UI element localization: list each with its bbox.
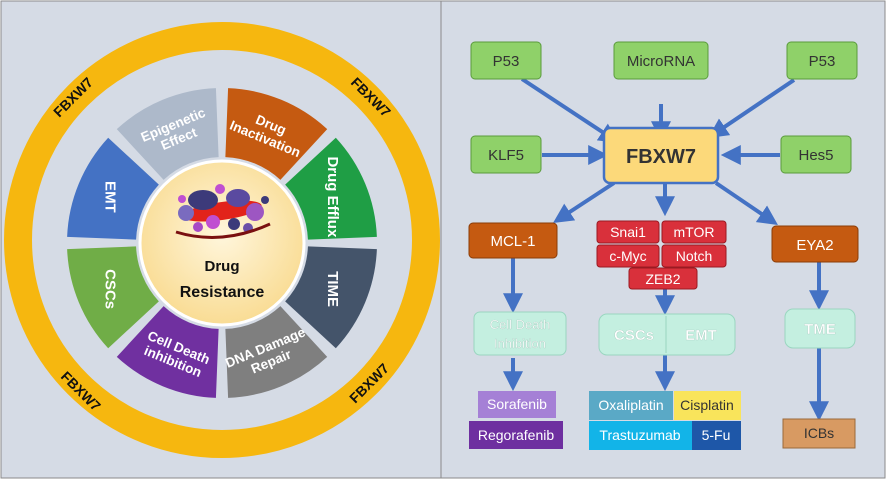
node-klf5-label: KLF5 <box>488 147 524 164</box>
segment-dna-damage-repair <box>225 306 328 398</box>
node-eya2-label: EYA2 <box>796 237 833 254</box>
node-fbxw7-label: FBXW7 <box>626 146 696 168</box>
node-trastuzumab-label: Trastuzumab <box>599 427 680 443</box>
node-5fu <box>692 421 741 450</box>
node-icbs-label: ICBs <box>804 425 834 441</box>
node-trastuzumab <box>589 421 692 450</box>
node-cmyc-label: c-Myc <box>609 248 646 264</box>
node-p53-right-label: P53 <box>809 53 836 70</box>
node-cmyc <box>596 244 660 268</box>
node-hes5-label: Hes5 <box>798 147 833 164</box>
node-p53-left: P53 <box>470 41 542 80</box>
segment-label-line: CSCs <box>101 269 118 309</box>
node-sorafenib-label: Sorafenib <box>487 396 547 412</box>
node-fbxw7: FBXW7 <box>602 126 720 185</box>
node-microrna-label: MicroRNA <box>627 53 695 70</box>
drug-group-center: Oxaliplatin Cisplatin Trastuzumab 5-Fu <box>589 391 741 450</box>
mechanism-segments: Cell DeathinhibitionCSCsEMTEpigeneticEff… <box>67 88 377 398</box>
node-microrna: MicroRNA <box>613 41 709 80</box>
node-5fu-label: 5-Fu <box>702 427 731 443</box>
node-tme: TME <box>784 308 856 349</box>
node-oxaliplatin-label: Oxaliplatin <box>598 397 663 413</box>
node-cscs-label: CSCs <box>614 327 654 344</box>
node-hes5: Hes5 <box>780 135 852 174</box>
node-cisplatin <box>674 391 741 420</box>
segment-label-line: Drug Efflux <box>324 156 341 237</box>
node-cisplatin-label: Cisplatin <box>680 397 734 413</box>
segment-label-6: TIME <box>324 271 341 307</box>
node-zeb2-label: ZEB2 <box>645 271 680 287</box>
node-mtor <box>661 220 727 244</box>
segment-cell-death-inhibition <box>116 306 219 398</box>
arrow-fbxw7-to-eya2 <box>714 181 778 226</box>
segment-drug-efflux <box>285 137 377 240</box>
segment-drug-inactivation <box>225 88 328 180</box>
segment-label-line: EMT <box>101 181 118 213</box>
segment-label-line: TIME <box>324 271 341 307</box>
outer-ring <box>4 22 440 458</box>
target-cluster: Snai1 mTOR c-Myc Notch ZEB2 <box>596 220 727 290</box>
node-snai1-label: Snai1 <box>610 224 646 240</box>
node-icbs <box>782 418 856 449</box>
node-oxaliplatin <box>589 391 673 420</box>
node-mtor-label: mTOR <box>674 224 715 240</box>
center-title-line1: Drug <box>205 258 240 275</box>
node-regorafenib-label: Regorafenib <box>478 427 554 443</box>
node-snai1 <box>596 220 660 244</box>
node-notch <box>661 244 727 268</box>
arrow-p53-right-to-fbxw7 <box>708 78 796 139</box>
segment-epigenetic-effect <box>116 88 219 180</box>
node-cell-death-line1: Cell Death <box>490 317 551 332</box>
node-p53-right: P53 <box>786 41 858 80</box>
segment-time <box>285 246 377 349</box>
node-cell-death-inhibition: Cell Death Inhibition <box>473 311 567 356</box>
arrow-fbxw7-to-mcl1 <box>552 181 616 223</box>
segment-label-1: CSCs <box>101 269 118 309</box>
arrow-p53-left-to-fbxw7 <box>520 77 620 143</box>
segment-label-5: Drug Efflux <box>324 156 341 237</box>
node-notch-label: Notch <box>676 248 713 264</box>
drug-group-left: Sorafenib Regorafenib <box>469 391 563 449</box>
node-tme-label: TME <box>804 321 836 338</box>
center-title-line2: Resistance <box>180 284 265 301</box>
node-zeb2 <box>628 267 698 290</box>
node-mcl1: MCL-1 <box>468 222 558 259</box>
cell-cluster-icon <box>175 184 271 239</box>
arrows <box>503 77 829 422</box>
node-klf5: KLF5 <box>470 135 542 174</box>
segment-cscs <box>67 246 159 349</box>
node-cscs-emt: CSCs EMT <box>598 313 736 356</box>
segment-emt <box>67 137 159 240</box>
node-emt-label: EMT <box>685 327 717 344</box>
node-sorafenib <box>478 391 556 418</box>
node-p53-left-label: P53 <box>493 53 520 70</box>
node-mcl1-label: MCL-1 <box>490 233 535 250</box>
node-regorafenib <box>469 421 563 449</box>
drug-group-right: ICBs <box>782 418 856 449</box>
node-eya2: EYA2 <box>771 225 859 263</box>
segment-label-2: EMT <box>101 181 118 213</box>
node-cell-death-line2: Inhibition <box>494 336 546 351</box>
